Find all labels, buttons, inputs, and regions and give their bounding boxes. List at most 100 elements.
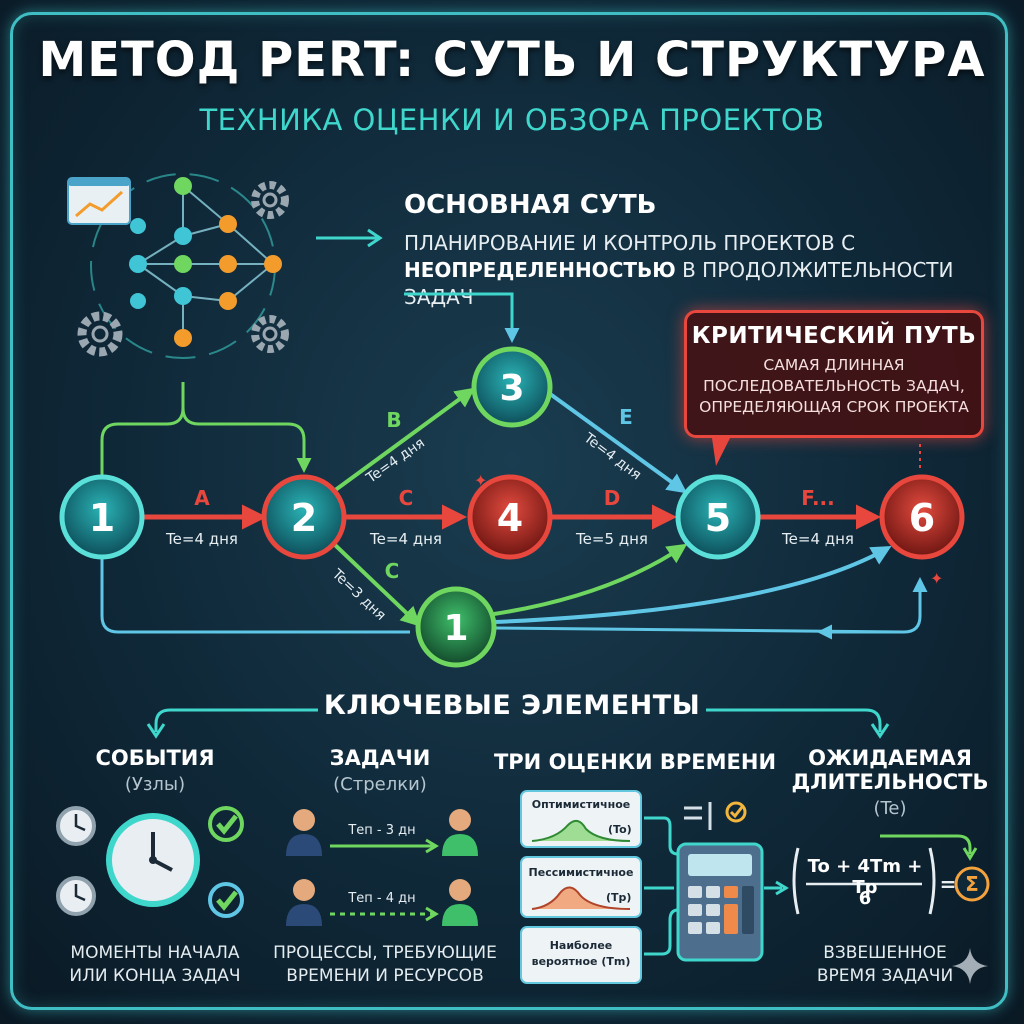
clock-icon — [106, 813, 200, 907]
events-title: СОБЫТИЯ — [95, 746, 215, 770]
pessimistic-label: Пессимистичное — [528, 866, 634, 879]
tasks-illustration: Теп - 3 дн Теп - 4 дн — [286, 809, 478, 926]
task-label-1: Теп - 3 дн — [347, 823, 415, 838]
edge-a-te: Te=4 дня — [165, 530, 238, 548]
check-icon-2 — [208, 882, 244, 918]
svg-text:4: 4 — [497, 496, 523, 540]
tasks-title: ЗАДАЧИ — [329, 746, 431, 770]
node-6: 6 — [879, 474, 965, 560]
svg-text:6: 6 — [909, 496, 935, 540]
formula-denominator: 6 — [858, 888, 872, 909]
network-illustration — [67, 173, 289, 359]
arrow-right-icon — [316, 228, 383, 248]
edge-node7-node5 — [493, 543, 688, 616]
key-elements-heading: КЛЮЧЕВЫЕ ЭЛЕМЕНТЫ — [323, 690, 701, 721]
optimistic-label: Оптимистичное — [531, 798, 631, 811]
paren-right — [928, 847, 936, 915]
pessimistic-card: Пессимистичное (Tp) — [520, 856, 642, 918]
expected-column: ОЖИДАЕМАЯ ДЛИТЕЛЬНОСТЬ (Te) — [780, 746, 1000, 819]
chart-window-icon — [67, 177, 131, 225]
mesh-nodes — [129, 177, 282, 347]
page-title: МЕТОД PERT: СУТЬ И СТРУКТУРА — [38, 32, 986, 88]
small-clock-icon — [56, 806, 96, 846]
edge-c-alt-te: Te=3 дня — [328, 566, 389, 624]
node-2: 2 — [261, 474, 347, 560]
events-subtitle: (Узлы) — [124, 774, 186, 795]
task-arrowhead-icon — [425, 838, 439, 854]
likely-card: Наиболее вероятное (Tm) — [520, 926, 642, 984]
person-icon-2 — [442, 809, 478, 856]
node-5: 5 — [675, 474, 761, 560]
likely-label-line-1: Наиболее — [549, 939, 613, 952]
node-4: 4 — [467, 474, 553, 560]
critical-path-heading: КРИТИЧЕСКИЙ ПУТЬ — [691, 323, 977, 349]
svg-text:1: 1 — [443, 608, 468, 649]
critical-line-2: ПОСЛЕДОВАТЕЛЬНОСТЬ ЗАДАЧ, — [703, 377, 965, 395]
critical-path-callout: КРИТИЧЕСКИЙ ПУТЬ САМАЯ ДЛИННАЯ ПОСЛЕДОВА… — [684, 310, 984, 438]
edge-f-task: F... — [801, 486, 835, 510]
connector-core-node3 — [404, 292, 520, 343]
tasks-desc-line-2: ВРЕМЕНИ И РЕСУРСОВ — [286, 966, 484, 986]
expected-subtitle: (Te) — [873, 798, 907, 819]
edge-f-te: Te=4 дня — [781, 530, 854, 548]
formula-numerator: To + 4Tm + Tp — [807, 856, 923, 898]
callout-pointer — [712, 438, 730, 466]
expected-title-line-2: ДЛИТЕЛЬНОСТЬ — [791, 770, 989, 794]
gear-icon — [251, 181, 289, 219]
sparkle-icon-2: ✦ — [930, 569, 943, 588]
expected-desc-line-1: ВЗВЕШЕННОЕ — [823, 943, 947, 963]
svg-text:(To): (To) — [608, 823, 632, 836]
small-clock-icon-2 — [56, 876, 96, 916]
loop-node1-bottom — [100, 556, 410, 634]
formula-equals: = — [940, 872, 957, 896]
sigma-icon: Σ — [954, 866, 990, 902]
edge-c-alt — [332, 542, 421, 627]
node-1: 1 — [59, 474, 145, 560]
sparkle-icon: ✦ — [474, 471, 487, 490]
gear-icon-bottom-right — [251, 315, 289, 353]
expected-title-line-1: ОЖИДАЕМАЯ — [808, 746, 972, 770]
gear-icon-bottom-left — [77, 311, 123, 357]
tasks-description: ПРОЦЕССЫ, ТРЕБУЮЩИЕ ВРЕМЕНИ И РЕСУРСОВ — [265, 942, 505, 988]
critical-path-description: САМАЯ ДЛИННАЯ ПОСЛЕДОВАТЕЛЬНОСТЬ ЗАДАЧ, … — [687, 355, 981, 418]
formula-illustration: Σ = — [792, 834, 990, 915]
svg-text:1: 1 — [89, 496, 115, 540]
sparkle-star-icon — [952, 948, 988, 984]
calculator-icon — [676, 842, 764, 962]
edge-b — [332, 387, 476, 493]
svg-text:3: 3 — [499, 368, 524, 409]
edge-d-task: D — [604, 486, 621, 510]
critical-line-3: ОПРЕДЕЛЯЮЩАЯ СРОК ПРОЕКТА — [699, 398, 969, 416]
tasks-column: ЗАДАЧИ (Стрелки) — [275, 746, 485, 795]
likely-label-line-2: вероятное (Tm) — [531, 955, 631, 968]
svg-text:5: 5 — [705, 496, 731, 540]
calculator-illustration — [644, 801, 789, 962]
person-icon — [286, 809, 322, 856]
core-heading: ОСНОВНАЯ СУТЬ — [404, 190, 657, 220]
edge-c-te: Te=4 дня — [369, 530, 442, 548]
core-line-1: ПЛАНИРОВАНИЕ И КОНТРОЛЬ ПРОЕКТОВ С — [404, 231, 856, 255]
edge-node7-node6 — [493, 546, 892, 624]
arrow-right-icon-2 — [775, 880, 789, 896]
events-desc-line-2: ИЛИ КОНЦА ЗАДАЧ — [69, 966, 241, 986]
edge-b-task: B — [386, 408, 401, 432]
svg-text:2: 2 — [291, 496, 317, 540]
connector-illustration-node2 — [181, 407, 312, 473]
edge-node7-node6-lower — [493, 577, 928, 634]
edge-d-te: Te=5 дня — [575, 530, 648, 548]
tasks-subtitle: (Стрелки) — [333, 774, 427, 795]
check-icon — [208, 806, 244, 842]
edge-c-alt-task: C — [385, 559, 400, 583]
edge-e — [544, 389, 688, 494]
pessimistic-curve-icon: (Tp) — [531, 886, 631, 910]
optimistic-curve-icon: (To) — [531, 819, 632, 842]
critical-line-1: САМАЯ ДЛИННАЯ — [763, 356, 905, 374]
optimistic-card: Оптимистичное (To) — [520, 790, 642, 848]
page-subtitle: ТЕХНИКА ОЦЕНКИ И ОБЗОРА ПРОЕКТОВ — [199, 103, 825, 137]
estimates-title: ТРИ ОЦЕНКИ ВРЕМЕНИ — [493, 750, 777, 774]
frame-border — [10, 12, 1008, 1010]
expected-description: ВЗВЕШЕННОЕ ВРЕМЯ ЗАДАЧИ — [780, 942, 990, 988]
person-icon-3 — [286, 879, 322, 926]
